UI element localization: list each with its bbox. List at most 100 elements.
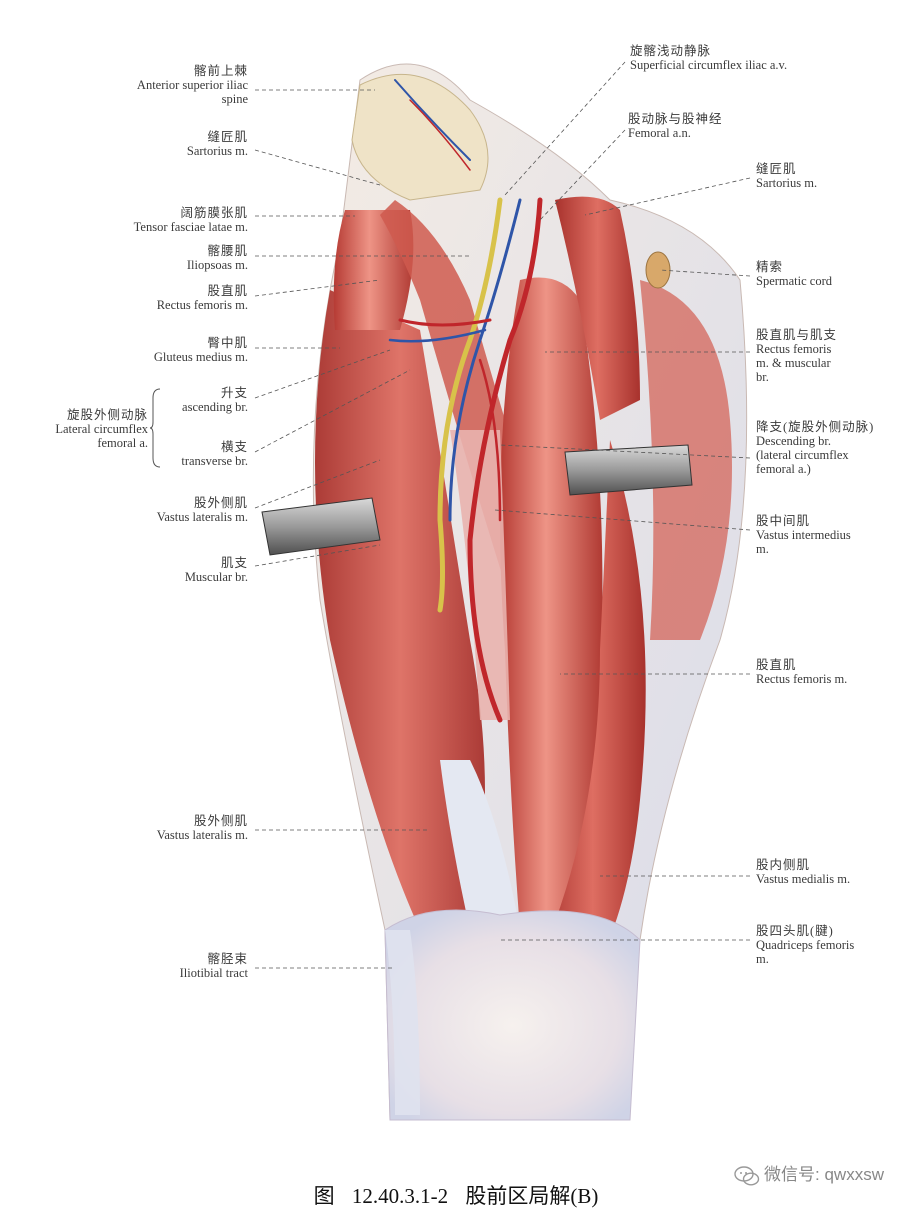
label-en: (lateral circumflex xyxy=(756,448,849,462)
label-iliotibial-tract: 髂胫束 Iliotibial tract xyxy=(80,952,248,980)
label-tensor-fasciae-latae: 阔筋膜张肌 Tensor fasciae latae m. xyxy=(80,206,248,234)
label-en: Iliotibial tract xyxy=(179,966,248,980)
retractor-right xyxy=(564,444,693,496)
leader-line xyxy=(254,149,381,186)
watermark: 微信号: qwxxsw xyxy=(734,1160,884,1186)
bracket-icon xyxy=(150,388,161,468)
femoral-vein xyxy=(448,198,522,522)
leader-line xyxy=(254,459,381,509)
circumflex-branch-vein xyxy=(388,328,487,343)
label-sartorius-left: 缝匠肌 Sartorius m. xyxy=(80,130,248,158)
label-zh: 股外侧肌 xyxy=(193,496,248,510)
label-en: Gluteus medius m. xyxy=(153,350,248,364)
label-superficial-circumflex-iliac: 旋髂浅动静脉 Superficial circumflex iliac a.v. xyxy=(630,44,787,72)
label-lateral-circumflex-femoral: 旋股外侧动脉 Lateral circumflex femoral a. xyxy=(20,408,148,450)
superficial-circumflex xyxy=(394,79,471,161)
label-en: spine xyxy=(221,92,248,106)
label-zh: 髂腰肌 xyxy=(207,244,248,258)
label-en: Muscular br. xyxy=(184,570,248,584)
circumflex-branch-artery xyxy=(398,318,492,327)
label-zh: 股四头肌(腱) xyxy=(756,924,834,938)
label-descending-branch: 降支(旋股外侧动脉) Descending br. (lateral circu… xyxy=(756,420,874,476)
label-en: Vastus lateralis m. xyxy=(156,828,248,842)
label-en: Tensor fasciae latae m. xyxy=(133,220,248,234)
caption-number: 12.40.3.1-2 xyxy=(351,1184,449,1208)
femoral-nerve xyxy=(437,197,503,613)
label-en: Vastus intermedius xyxy=(756,528,851,542)
label-en: m. & muscular xyxy=(756,356,831,370)
label-zh: 旋髂浅动静脉 xyxy=(630,44,712,58)
label-zh: 阔筋膜张肌 xyxy=(180,206,248,220)
iliotibial-tract xyxy=(385,930,420,1115)
label-en: m. xyxy=(756,952,769,966)
label-en: Vastus medialis m. xyxy=(756,872,851,886)
label-en: transverse br. xyxy=(181,454,248,468)
label-zh: 股直肌与肌支 xyxy=(756,328,838,342)
label-zh: 缝匠肌 xyxy=(756,162,797,176)
label-muscular-branch: 肌支 Muscular br. xyxy=(80,556,248,584)
label-en: br. xyxy=(756,370,769,384)
label-en: femoral a.) xyxy=(756,462,811,476)
leader-line xyxy=(254,279,381,297)
vastus-intermedius-muscle xyxy=(450,430,510,720)
label-transverse-branch: 横支 transverse br. xyxy=(160,440,248,468)
label-zh: 股直肌 xyxy=(207,284,248,298)
descending-branch xyxy=(478,358,502,522)
leader-lines xyxy=(254,61,751,969)
spermatic-cord xyxy=(645,251,671,289)
label-vastus-intermedius: 股中间肌 Vastus intermedius m. xyxy=(756,514,851,556)
femoral-artery xyxy=(467,197,543,723)
knee-fascia xyxy=(384,909,641,1121)
label-en: m. xyxy=(756,542,769,556)
label-en: Spermatic cord xyxy=(756,274,833,288)
label-en: ascending br. xyxy=(182,400,248,414)
label-zh: 股内侧肌 xyxy=(756,858,811,872)
label-ascending-branch: 升支 ascending br. xyxy=(160,386,248,414)
label-femoral-artery-nerve: 股动脉与股神经 Femoral a.n. xyxy=(628,112,723,140)
leader-line xyxy=(584,177,751,216)
label-zh: 缝匠肌 xyxy=(207,130,248,144)
label-en: Vastus lateralis m. xyxy=(156,510,248,524)
label-zh: 髂胫束 xyxy=(207,952,248,966)
rectus-femoris-upper xyxy=(555,196,640,420)
label-en: Rectus femoris xyxy=(756,342,832,356)
leader-line xyxy=(494,509,751,531)
label-vastus-lateralis-lower: 股外侧肌 Vastus lateralis m. xyxy=(80,814,248,842)
label-zh: 旋股外侧动脉 xyxy=(66,408,148,422)
quadriceps-tendon xyxy=(440,760,520,930)
label-en: femoral a. xyxy=(97,436,148,450)
label-spermatic-cord: 精索 Spermatic cord xyxy=(756,260,832,288)
label-zh: 股中间肌 xyxy=(756,514,811,528)
label-zh: 髂前上棘 xyxy=(193,64,248,78)
label-zh: 股动脉与股神经 xyxy=(628,112,723,126)
leader-line xyxy=(254,369,411,453)
leader-line xyxy=(254,544,381,567)
label-en: Superficial circumflex iliac a.v. xyxy=(630,58,788,72)
femoral-vessels xyxy=(388,79,543,723)
rectus-femoris-muscle xyxy=(500,277,603,930)
label-rectus-femoris-left: 股直肌 Rectus femoris m. xyxy=(80,284,248,312)
label-zh: 股直肌 xyxy=(756,658,797,672)
label-en: Femoral a.n. xyxy=(628,126,691,140)
label-en: Anterior superior iliac xyxy=(136,78,248,92)
leader-line xyxy=(504,61,626,196)
label-en: Descending br. xyxy=(756,434,831,448)
caption-prefix: 图 xyxy=(313,1184,335,1208)
figure-caption: 图 12.40.3.1-2 股前区局解(B) xyxy=(0,1180,912,1210)
label-en: Lateral circumflex xyxy=(55,422,148,436)
label-zh: 横支 xyxy=(220,440,248,454)
watermark-text: 微信号: qwxxsw xyxy=(764,1165,884,1184)
label-en: Iliopsoas m. xyxy=(186,258,248,272)
label-en: Rectus femoris m. xyxy=(156,298,248,312)
label-quadriceps-femoris: 股四头肌(腱) Quadriceps femoris m. xyxy=(756,924,854,966)
label-anterior-superior-iliac-spine: 髂前上棘 Anterior superior iliac spine xyxy=(80,64,248,106)
leader-line xyxy=(254,349,391,399)
label-en: Rectus femoris m. xyxy=(756,672,848,686)
label-zh: 臀中肌 xyxy=(207,336,248,350)
label-sartorius-right: 缝匠肌 Sartorius m. xyxy=(756,162,817,190)
label-zh: 升支 xyxy=(220,386,248,400)
label-en: Quadriceps femoris xyxy=(756,938,855,952)
leader-line xyxy=(659,269,751,277)
